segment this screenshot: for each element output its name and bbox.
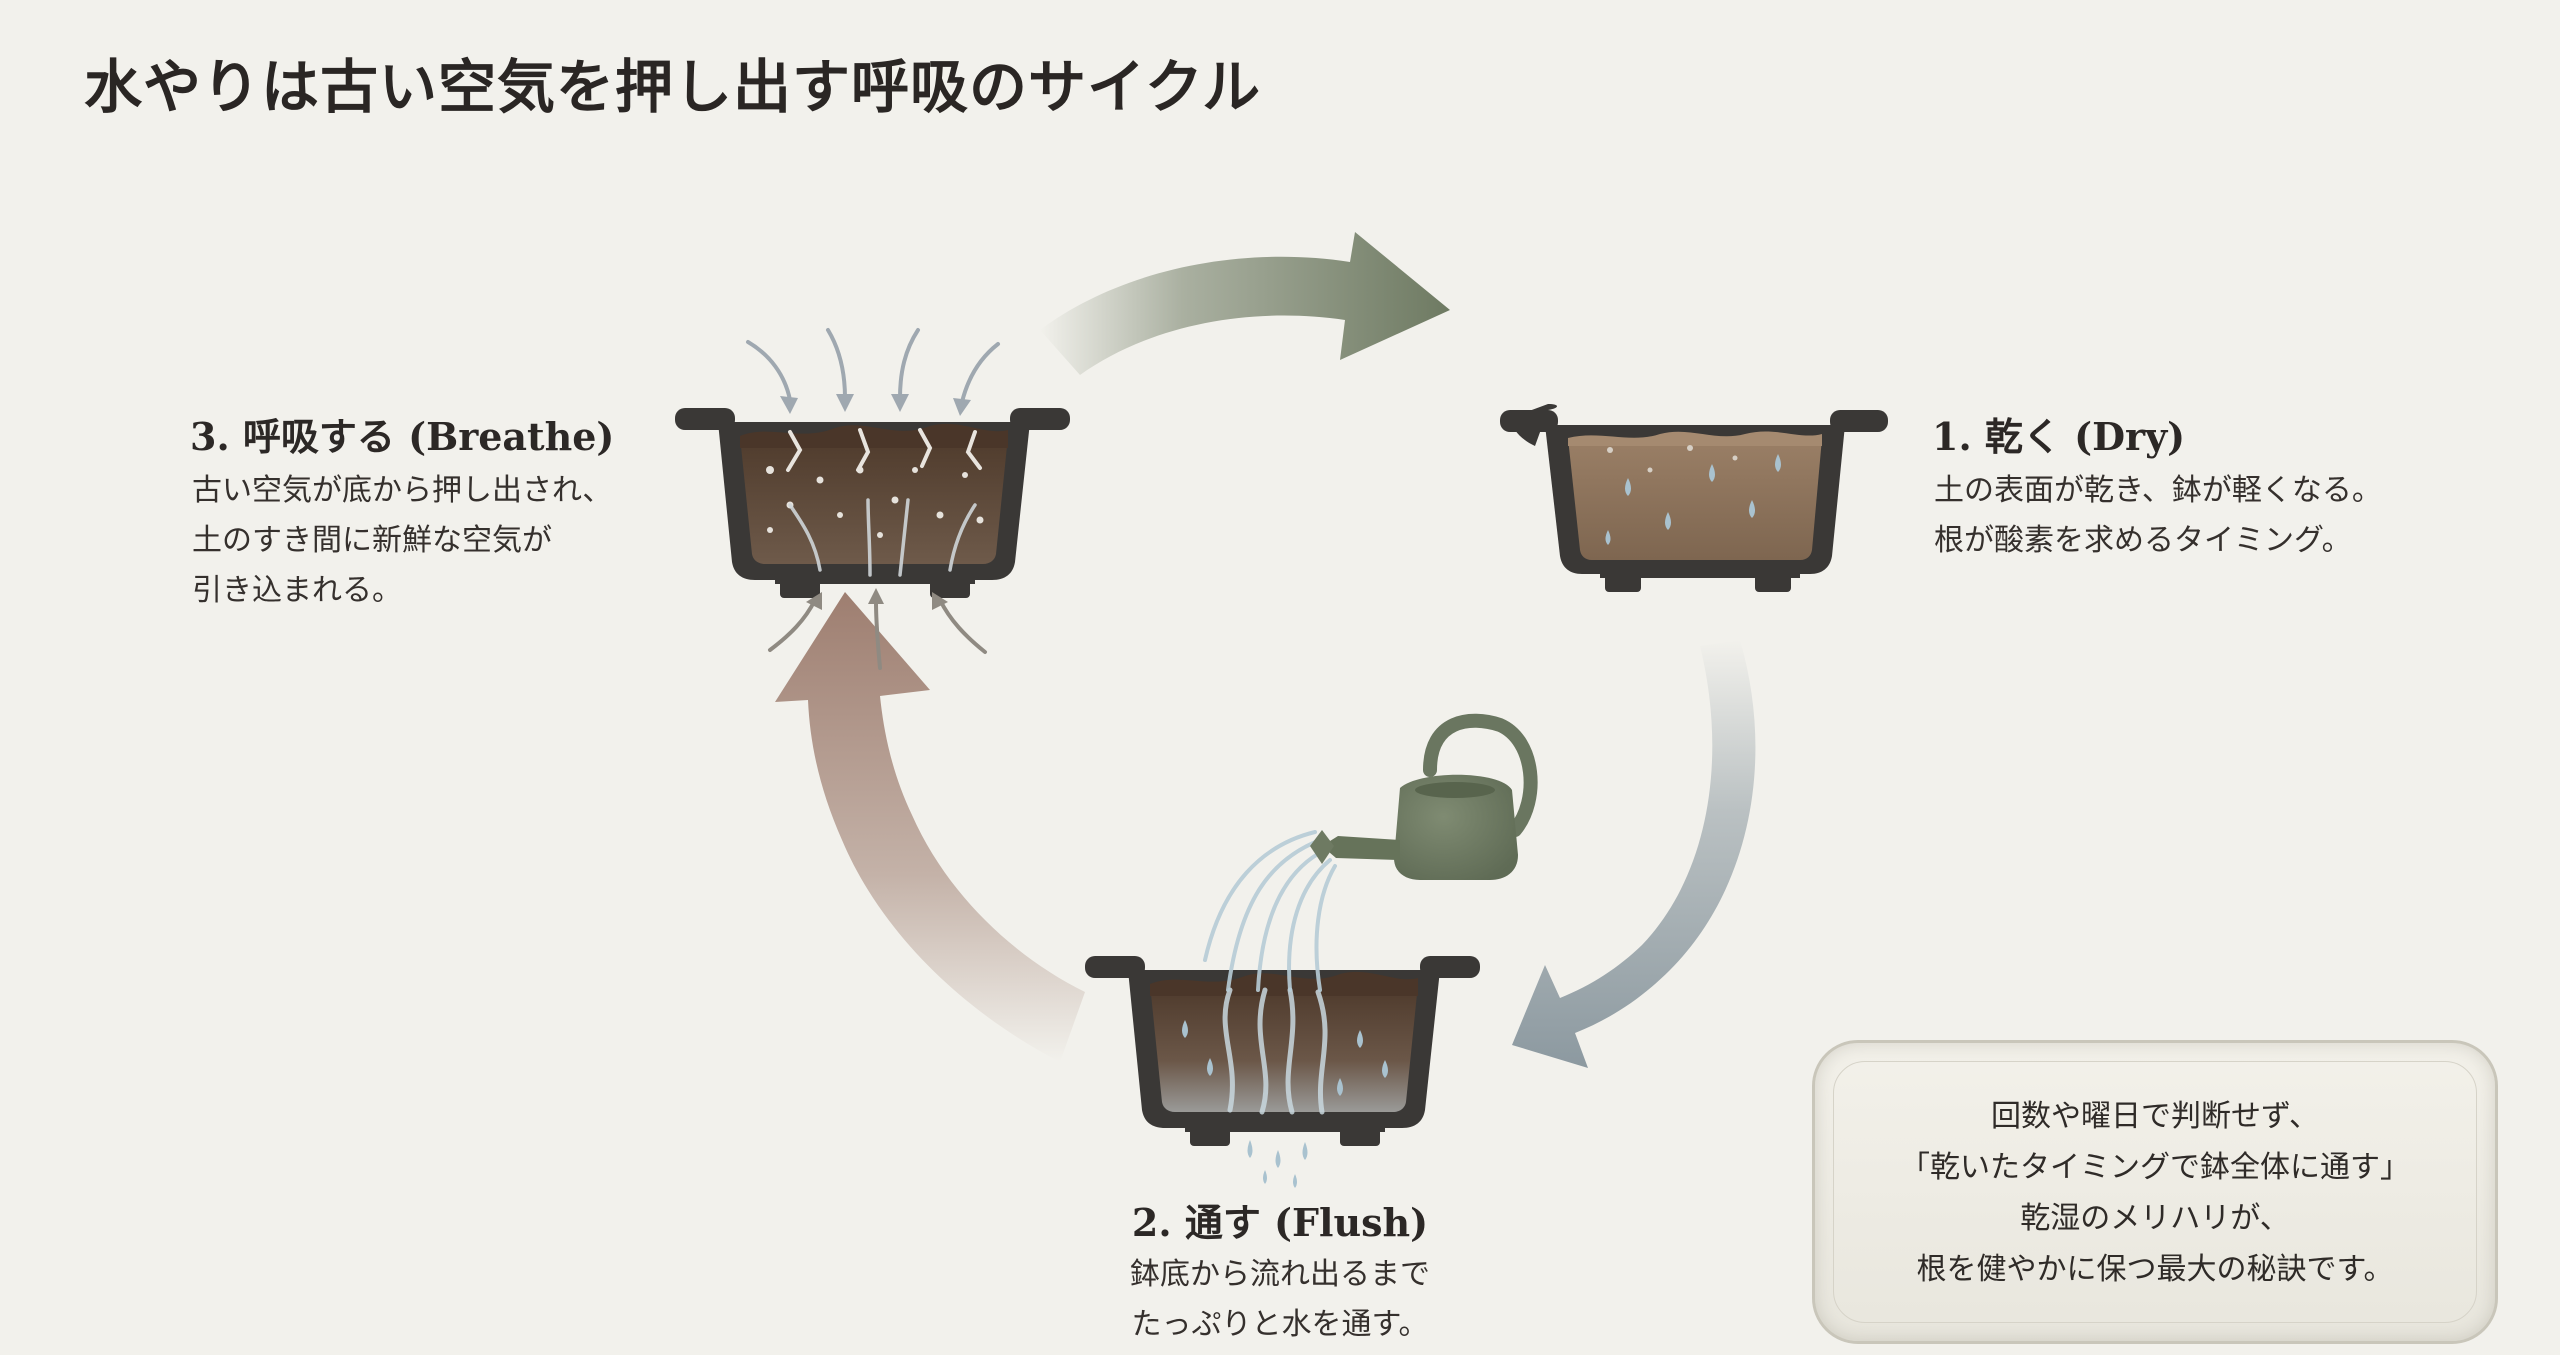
watering-can-icon xyxy=(1310,713,1538,880)
arrow-breathe-to-dry xyxy=(1040,232,1450,375)
step-dry-description: 土の表面が乾き、鉢が軽くなる。 根が酸素を求めるタイミング。 xyxy=(1934,466,2382,566)
arrow-dry-to-flush xyxy=(1512,640,1756,1068)
note-line-1: 回数や曜日で判断せず、 xyxy=(1991,1099,2319,1134)
step-breathe-title: 3. 呼吸する (Breathe) xyxy=(190,414,615,459)
note-line-3: 乾湿のメリハリが、 xyxy=(2020,1201,2290,1236)
step-flush-title: 2. 通す (Flush) xyxy=(1131,1200,1429,1245)
summary-note-box: 回数や曜日で判断せず、 「乾いたタイミングで鉢全体に通す」 乾湿のメリハリが、 … xyxy=(1812,1040,2498,1344)
step-dry-title: 1. 乾く (Dry) xyxy=(1932,414,2186,459)
step-dry-line-1: 土の表面が乾き、鉢が軽くなる。 xyxy=(1934,473,2382,508)
step-dry-line-2: 根が酸素を求めるタイミング。 xyxy=(1934,523,2352,558)
arrow-flush-to-breathe xyxy=(775,592,1085,1062)
note-line-4: 根を健やかに保つ最大の秘訣です。 xyxy=(1916,1252,2394,1287)
step-breathe-description: 古い空気が底から押し出され、 土のすき間に新鮮な空気が 引き込まれる。 xyxy=(192,466,612,616)
pot-dry xyxy=(1500,404,1888,592)
step-breathe-line-2: 土のすき間に新鮮な空気が xyxy=(192,523,552,558)
pot-breathe xyxy=(675,328,1070,670)
step-flush-description: 鉢底から流れ出るまで たっぷりと水を通す。 xyxy=(1000,1250,1560,1350)
page-title: 水やりは古い空気を押し出す呼吸のサイクル xyxy=(84,53,1262,121)
summary-note-text: 回数や曜日で判断せず、 「乾いたタイミングで鉢全体に通す」 乾湿のメリハリが、 … xyxy=(1815,1091,2495,1295)
step-flush-line-1: 鉢底から流れ出るまで xyxy=(1130,1257,1430,1292)
pot-flush xyxy=(1085,830,1480,1188)
step-breathe-line-1: 古い空気が底から押し出され、 xyxy=(192,473,613,508)
step-flush-line-2: たっぷりと水を通す。 xyxy=(1131,1307,1429,1342)
note-line-2: 「乾いたタイミングで鉢全体に通す」 xyxy=(1900,1150,2410,1185)
step-breathe-line-3: 引き込まれる。 xyxy=(192,573,402,608)
